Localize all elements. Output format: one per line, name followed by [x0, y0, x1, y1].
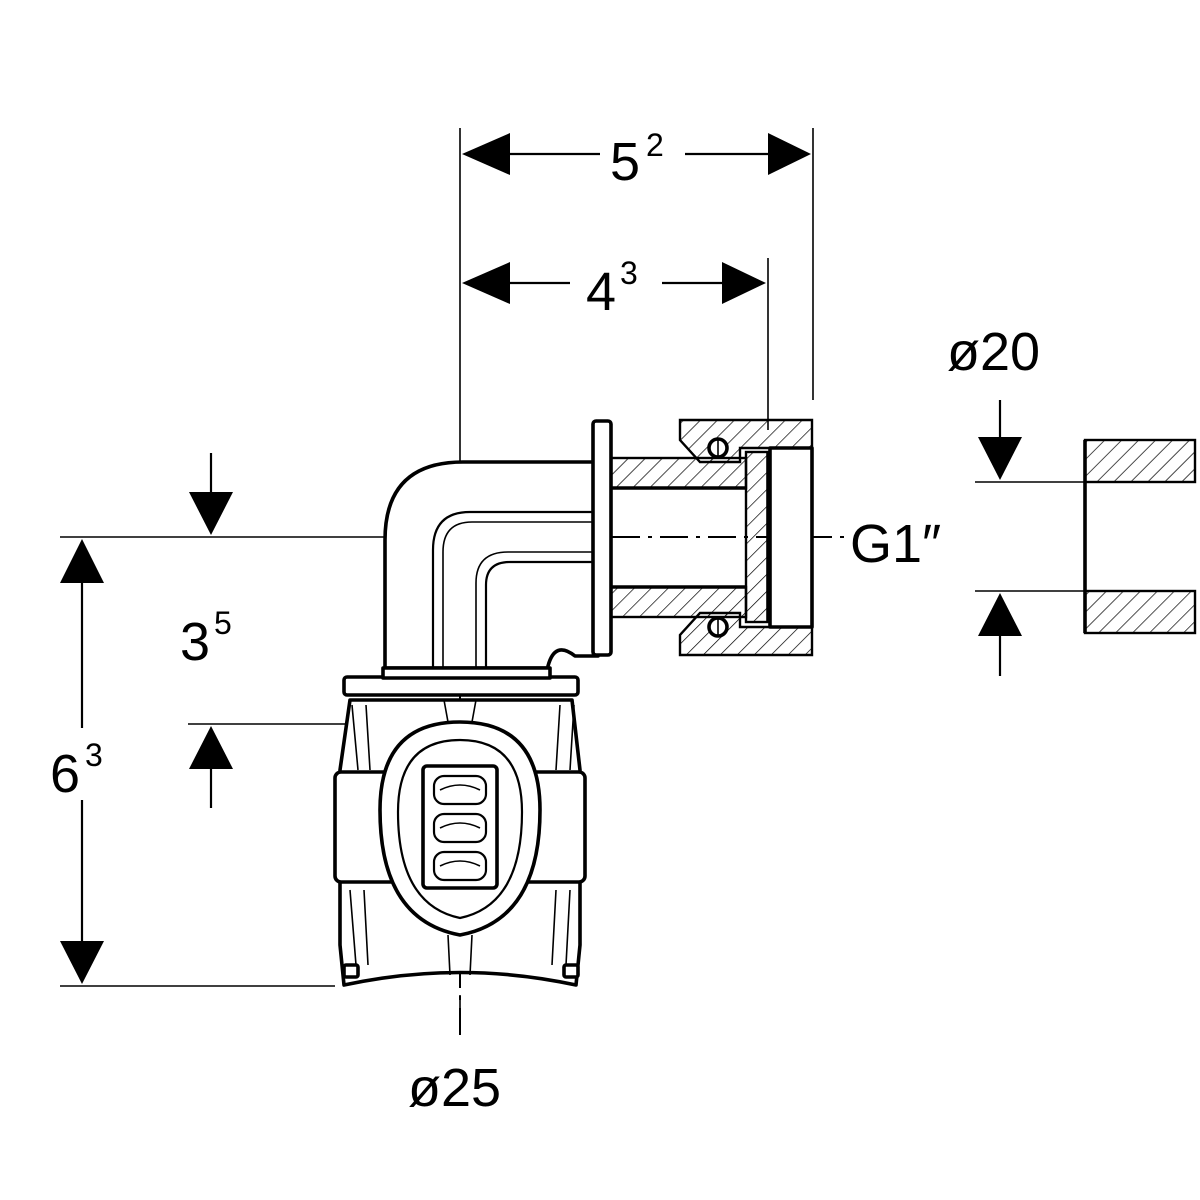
- arrow-head: [768, 133, 811, 175]
- dimension-height-value: 6: [50, 744, 80, 804]
- dimension-offset-exponent: 5: [214, 605, 232, 641]
- pipe-diameter-bottom-label: ø25: [408, 1058, 501, 1118]
- dimension-inner-width-value: 4: [586, 262, 616, 322]
- arrow-head: [722, 262, 766, 304]
- arrow-head: [978, 437, 1022, 480]
- arrow-head: [189, 492, 233, 535]
- dimension-inner-width: 4 3: [462, 255, 766, 322]
- arrow-head: [60, 539, 104, 583]
- arrow-head: [462, 262, 510, 304]
- arrow-head: [462, 133, 510, 175]
- pipe-diameter-right-label: ø20: [947, 322, 1040, 382]
- threaded-nut-section: [609, 418, 814, 657]
- arrow-head: [978, 593, 1022, 636]
- dimension-inner-width-exponent: 3: [620, 255, 638, 291]
- inspection-slot: [432, 812, 488, 844]
- thread-label: G1″: [850, 514, 941, 574]
- inspection-slot: [432, 774, 488, 806]
- dimension-pipe-diameter-right: ø20: [947, 322, 1040, 676]
- pipe-section: [1083, 438, 1197, 635]
- dimension-offset: 3 5: [180, 453, 233, 808]
- dimension-height-exponent: 3: [85, 737, 103, 773]
- dimension-height: 6 3: [50, 539, 104, 984]
- extension-lines: [60, 128, 1085, 1030]
- elbow-body: [383, 419, 613, 670]
- dimension-overall-width-value: 5: [610, 132, 640, 192]
- arrow-head: [189, 726, 233, 769]
- dimension-offset-value: 3: [180, 612, 210, 672]
- arrow-head: [60, 941, 104, 984]
- press-sleeve: [333, 666, 587, 987]
- dimension-overall-width-exponent: 2: [646, 127, 664, 163]
- inspection-slot: [432, 850, 488, 882]
- dimension-overall-width: 5 2: [462, 127, 811, 192]
